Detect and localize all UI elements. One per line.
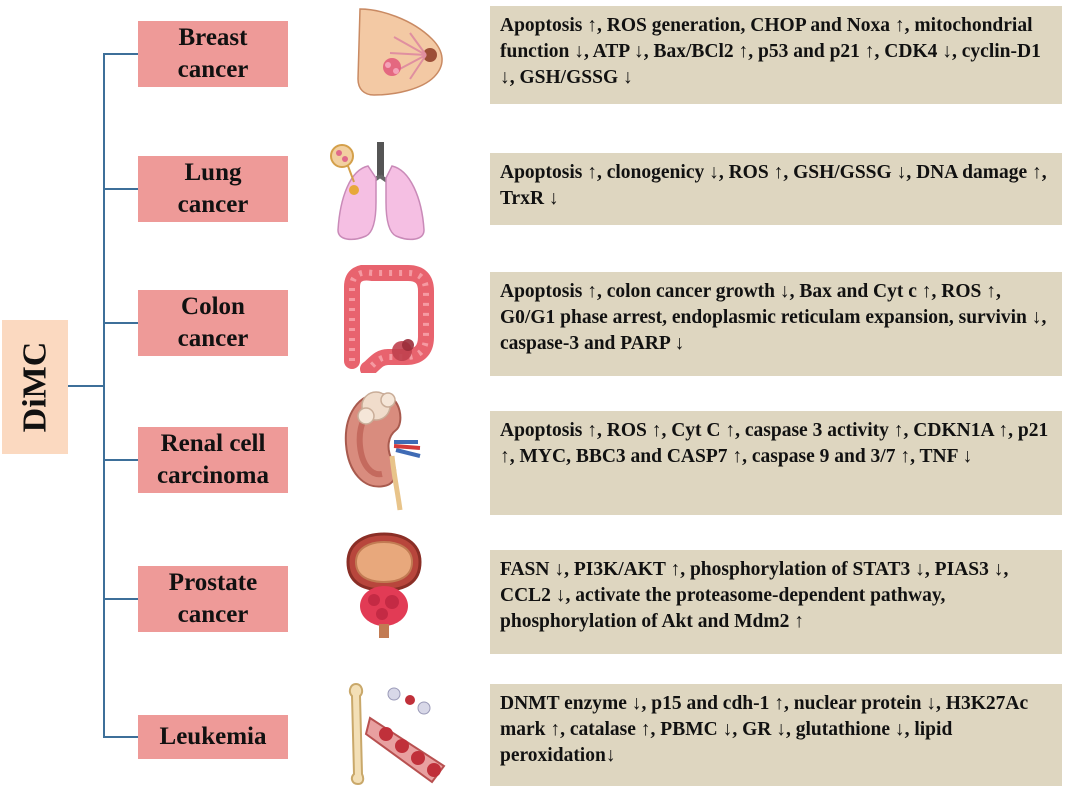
cancer-box-lung: Lung cancer (138, 156, 288, 222)
cancer-box-prostate: Prostate cancer (138, 566, 288, 632)
cancer-label-line: cancer (177, 601, 249, 628)
cancer-box-renal: Renal cell carcinoma (138, 427, 288, 493)
effects-box-leukemia: DNMT enzyme ↓, p15 and cdh-1 ↑, nuclear … (490, 684, 1062, 786)
cancer-label-line: cancer (177, 191, 249, 218)
cancer-box-leukemia: Leukemia (138, 715, 288, 759)
effects-box-lung: Apoptosis ↑, clonogenicy ↓, ROS ↑, GSH/G… (490, 153, 1062, 225)
cancer-label-line: Lung (184, 159, 242, 186)
cancer-label-line: carcinoma (156, 462, 269, 489)
effects-box-renal: Apoptosis ↑, ROS ↑, Cyt C ↑, caspase 3 a… (490, 411, 1062, 515)
effects-box-prostate: FASN ↓, PI3K/AKT ↑, phosphorylation of S… (490, 550, 1062, 654)
effects-box-colon: Apoptosis ↑, colon cancer growth ↓, Bax … (490, 272, 1062, 376)
cancer-label-line: cancer (177, 56, 249, 83)
breast-icon (357, 8, 443, 96)
connector-root (68, 385, 104, 387)
connector-breast (103, 53, 139, 55)
cancer-box-breast: Breast cancer (138, 21, 288, 87)
cancer-box-colon: Colon cancer (138, 290, 288, 356)
kidney-icon (344, 391, 421, 511)
effects-box-breast: Apoptosis ↑, ROS generation, CHOP and No… (490, 6, 1062, 104)
connector-renal (103, 459, 139, 461)
connector-colon (103, 322, 139, 324)
cancer-label-line: Breast (178, 24, 248, 51)
connector-prostate (103, 598, 139, 600)
lungs-icon (330, 142, 425, 241)
prostate-icon (346, 532, 422, 638)
cancer-label-line: Prostate (168, 569, 258, 596)
connector-lung (103, 188, 139, 190)
bone-blood-icon (348, 682, 446, 786)
colon-icon (344, 265, 434, 373)
cancer-label-line: Renal cell (160, 430, 266, 457)
root-label: DiMC (16, 341, 53, 433)
cancer-label-line: Colon (181, 293, 245, 320)
cancer-label-line: cancer (177, 325, 249, 352)
connector-leukemia (103, 736, 139, 738)
cancer-label-line: Leukemia (159, 723, 267, 750)
connector-trunk (103, 53, 105, 737)
root-node: DiMC (2, 320, 68, 454)
